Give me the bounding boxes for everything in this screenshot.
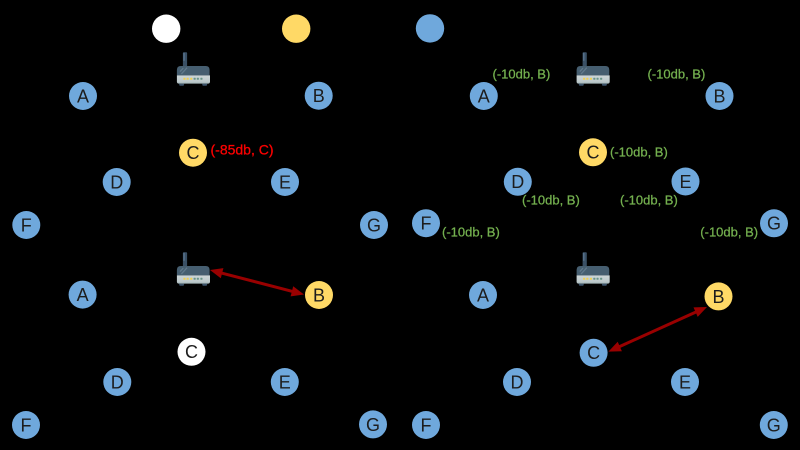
- svg-text:D: D: [111, 372, 124, 392]
- svg-text:C: C: [185, 342, 198, 362]
- svg-text:F: F: [21, 415, 32, 435]
- svg-text:F: F: [21, 215, 32, 235]
- svg-text:E: E: [279, 372, 291, 392]
- svg-text:G: G: [767, 415, 781, 435]
- svg-text:B: B: [712, 287, 724, 307]
- svg-text:D: D: [110, 172, 123, 192]
- svg-text:B: B: [713, 86, 725, 106]
- svg-text:E: E: [279, 172, 291, 192]
- svg-text:(-10db, B): (-10db, B): [493, 66, 551, 81]
- svg-text:C: C: [587, 343, 600, 363]
- svg-text:A: A: [477, 285, 489, 305]
- svg-text:E: E: [679, 372, 691, 392]
- svg-text:D: D: [511, 172, 524, 192]
- svg-text:B: B: [313, 285, 325, 305]
- svg-text:(-10db, B): (-10db, B): [700, 225, 758, 240]
- svg-text:(-10db, B): (-10db, B): [620, 193, 678, 208]
- svg-text:(-10db, B): (-10db, B): [442, 225, 500, 240]
- svg-text:B: B: [313, 86, 325, 106]
- svg-text:(-85db, C): (-85db, C): [211, 142, 274, 158]
- svg-text:G: G: [367, 215, 381, 235]
- svg-text:C: C: [187, 143, 200, 163]
- svg-text:A: A: [77, 86, 89, 106]
- svg-text:D: D: [511, 372, 524, 392]
- svg-text:G: G: [366, 415, 380, 435]
- svg-text:C: C: [587, 143, 600, 163]
- svg-text:F: F: [421, 214, 432, 234]
- svg-text:A: A: [77, 285, 89, 305]
- svg-text:F: F: [421, 415, 432, 435]
- svg-text:(-10db, B): (-10db, B): [610, 145, 668, 160]
- svg-text:(-10db, B): (-10db, B): [522, 193, 580, 208]
- svg-text:E: E: [679, 172, 691, 192]
- svg-text:(-10db, B): (-10db, B): [648, 66, 706, 81]
- svg-text:G: G: [767, 214, 781, 234]
- svg-text:A: A: [478, 86, 490, 106]
